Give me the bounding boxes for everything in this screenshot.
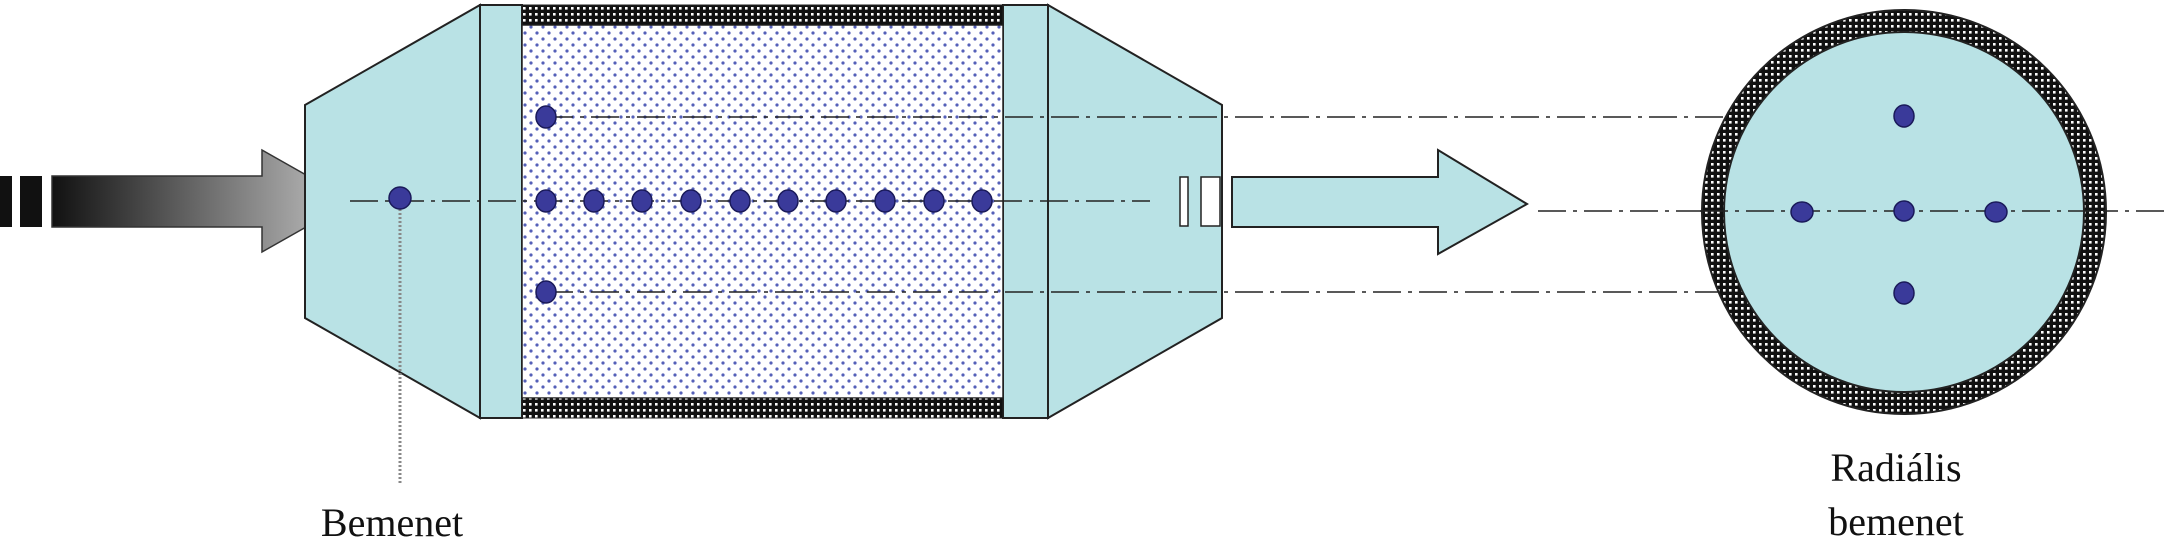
outlet-slots — [1179, 176, 1221, 227]
mesh-top — [521, 4, 1004, 26]
inlet-cone — [304, 3, 481, 420]
axial-point — [729, 189, 751, 213]
catalyst-packing — [521, 24, 1004, 399]
radial-point — [1893, 200, 1915, 222]
axial-point — [777, 189, 799, 213]
inlet-arrow — [0, 148, 354, 254]
converter-housing — [304, 3, 1223, 420]
outlet-flange — [1002, 4, 1049, 419]
radial-point — [1984, 201, 2008, 223]
axial-point — [535, 189, 557, 213]
radial-points — [1790, 104, 2008, 305]
radial-point — [1893, 281, 1915, 305]
axial-point — [680, 189, 702, 213]
radial-point — [1790, 201, 1814, 223]
axial-point — [583, 189, 605, 213]
radial-label-line1: Radiális — [1830, 445, 1961, 490]
axial-point — [825, 189, 847, 213]
input-label: Bemenet — [321, 500, 463, 545]
measurement-points — [388, 105, 993, 304]
input-point — [388, 186, 412, 210]
cross-section — [1700, 9, 2110, 415]
radial-label-line2: bemenet — [1828, 499, 1964, 544]
outlet-cone — [1047, 3, 1223, 420]
outlet-arrow — [1231, 148, 1529, 256]
axial-point — [631, 189, 653, 213]
axial-point — [923, 189, 945, 213]
axial-point — [874, 189, 896, 213]
axial-point — [535, 105, 557, 129]
inlet-flange — [479, 4, 523, 419]
mesh-bottom — [521, 397, 1004, 419]
radial-point — [1893, 104, 1915, 128]
axial-point — [971, 189, 993, 213]
axial-point — [535, 280, 557, 304]
